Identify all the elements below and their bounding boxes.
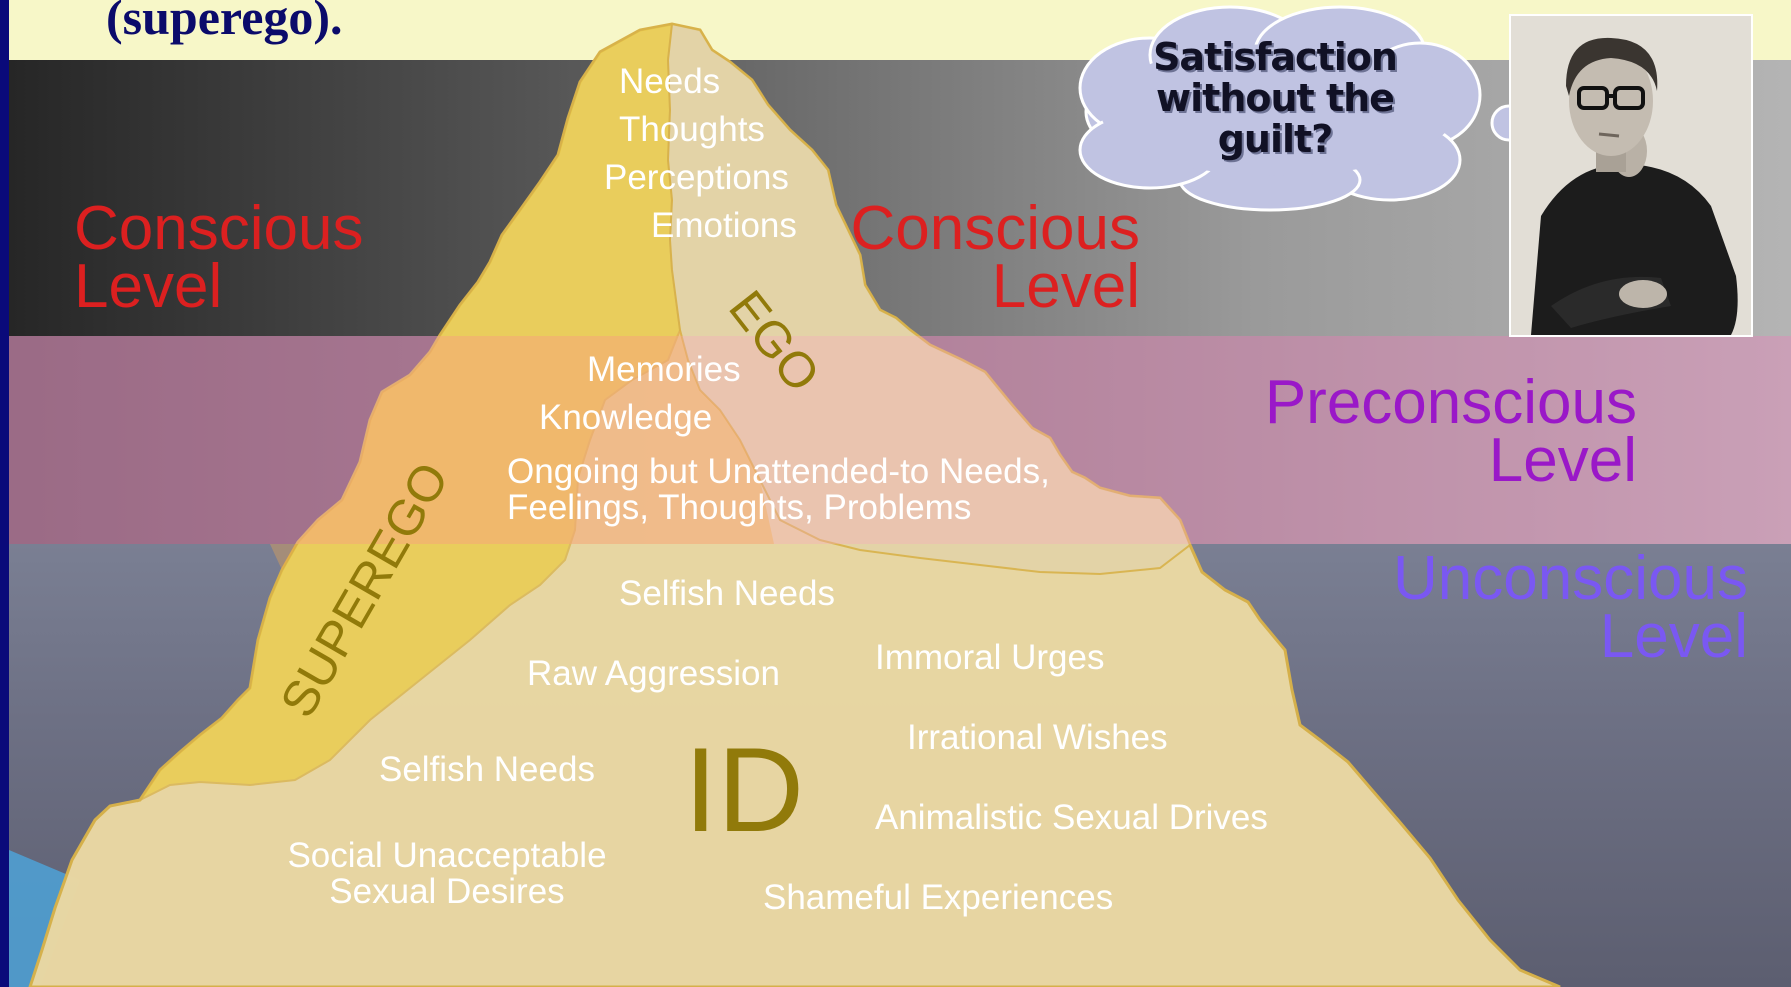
slide-left-rail: [0, 0, 9, 987]
unconscious-word: Unconscious: [1393, 544, 1748, 613]
unconscious-item-multiline: Social Unacceptable Sexual Desires: [277, 838, 617, 910]
portrait-photo: [1509, 14, 1753, 337]
conscious-item: Perceptions: [604, 158, 789, 197]
preconscious-ongoing-line: Feelings, Thoughts, Problems: [507, 488, 972, 527]
preconscious-ongoing-line: Ongoing but Unattended-to Needs,: [507, 452, 1050, 491]
preconscious-item: Knowledge: [539, 398, 713, 437]
preconscious-word: Preconscious: [1264, 368, 1637, 437]
level-word: Level: [1599, 602, 1748, 671]
level-word: Level: [991, 252, 1140, 321]
level-word: Level: [1488, 426, 1637, 495]
thought-line: Satisfaction: [1153, 35, 1398, 79]
conscious-item: Thoughts: [619, 110, 765, 149]
unconscious-level-label: Unconscious Level: [1350, 544, 1748, 671]
ego-region: [666, 22, 1192, 576]
preconscious-item: Memories: [587, 350, 741, 389]
conscious-word: Conscious: [74, 194, 364, 263]
unconscious-item: Shameful Experiences: [763, 878, 1114, 917]
unconscious-item: Selfish Needs: [379, 750, 595, 789]
conscious-level-label-right: Conscious Level: [838, 194, 1140, 321]
level-word: Level: [74, 252, 223, 321]
thought-line: guilt?: [1217, 117, 1334, 161]
thought-line: without the: [1156, 76, 1395, 120]
conscious-level-label-left: Conscious Level: [74, 194, 364, 321]
thought-bubble-text: Satisfaction without the guilt?: [1130, 37, 1420, 160]
unconscious-item: Animalistic Sexual Drives: [875, 798, 1268, 837]
unconscious-item: Raw Aggression: [527, 654, 780, 693]
preconscious-overlay: [9, 336, 1791, 544]
unconscious-item-line: Sexual Desires: [329, 872, 565, 911]
conscious-word: Conscious: [850, 194, 1140, 263]
cloud-fill: [1100, 44, 1456, 176]
unconscious-item: Selfish Needs: [619, 574, 835, 613]
conscious-band: [9, 60, 1791, 336]
superego-preconscious-overlay: [270, 330, 774, 570]
conscious-item: Needs: [619, 62, 721, 101]
slide-title: (superego).: [106, 0, 343, 45]
man-thinking-photo-icon: [1511, 16, 1751, 335]
preconscious-ongoing-text: Ongoing but Unattended-to Needs, Feeling…: [507, 454, 1050, 526]
unconscious-item-line: Social Unacceptable: [287, 836, 607, 875]
conscious-item: Emotions: [651, 206, 797, 245]
unconscious-item: Irrational Wishes: [907, 718, 1168, 757]
id-label: ID: [684, 723, 804, 857]
preconscious-level-label: Preconscious Level: [1230, 368, 1637, 495]
unconscious-item: Immoral Urges: [875, 638, 1105, 677]
